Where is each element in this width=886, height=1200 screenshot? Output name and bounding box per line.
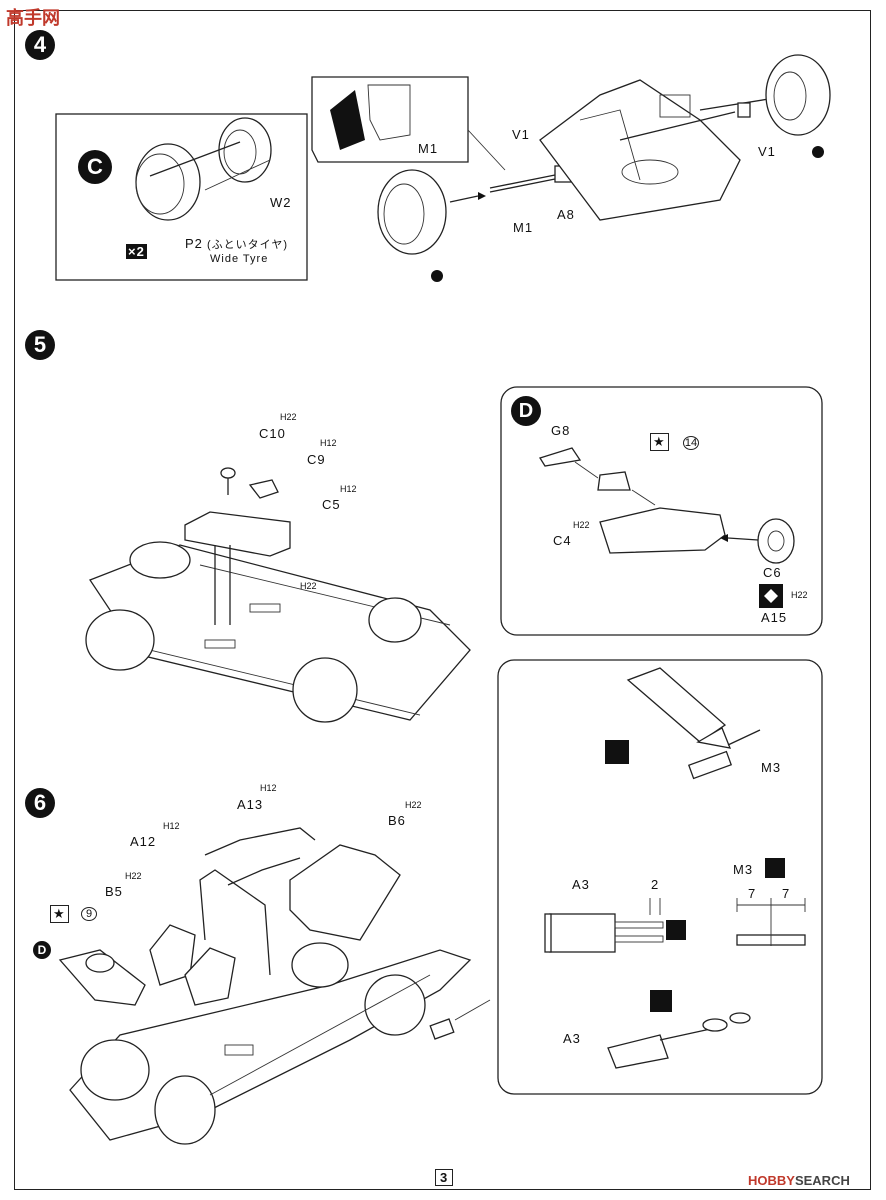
step6-d-badge: D xyxy=(33,941,51,959)
right-rear-tyre xyxy=(765,54,831,136)
badge-c-small-left xyxy=(431,270,443,282)
color-a13: H12 xyxy=(260,783,277,793)
g8-part xyxy=(539,447,582,467)
windshield-part xyxy=(597,471,631,491)
part-a15: A15 xyxy=(761,610,788,625)
page-number: 3 xyxy=(435,1169,454,1186)
part-m1: M1 xyxy=(513,220,534,235)
a3-bottom-drawing xyxy=(607,1012,751,1069)
watermark-suffix: SEARCH xyxy=(794,1173,850,1188)
step6-seats xyxy=(149,924,236,1006)
callout-m1-box xyxy=(311,76,469,163)
step5-console xyxy=(184,467,291,625)
step-4-badge: 4 xyxy=(25,30,55,60)
label-a3-bottom: A3 xyxy=(563,1031,581,1046)
label-a3-top: A3 xyxy=(572,877,590,892)
label-m3-right: M3 xyxy=(733,862,754,877)
part-a13: A13 xyxy=(237,797,264,812)
color-c9: H12 xyxy=(320,438,337,448)
cut-icon xyxy=(605,740,629,764)
part-a12: A12 xyxy=(130,834,157,849)
color-a12: H12 xyxy=(163,821,180,831)
part-c10: C10 xyxy=(259,426,286,441)
a3-top-drawing xyxy=(544,898,664,953)
dim-7a: 7 xyxy=(748,886,757,901)
color-floor: H22 xyxy=(300,581,317,591)
part-c9: C9 xyxy=(307,452,326,467)
dim-7b: 7 xyxy=(782,886,791,901)
color-c5: H12 xyxy=(340,484,357,494)
watermark-brand: HOBBY xyxy=(748,1173,795,1188)
inset-panel-c xyxy=(55,113,308,281)
step6-rollbar xyxy=(199,827,316,976)
rear-axle-assembly xyxy=(489,79,776,221)
color-b5: H22 xyxy=(125,871,142,881)
label-qty: ×2 xyxy=(126,244,147,259)
part-g8: G8 xyxy=(551,423,571,438)
part-b5: B5 xyxy=(105,884,123,899)
cut-icon-2 xyxy=(666,920,686,940)
badge-c-small-right xyxy=(812,146,824,158)
wide-tyre-drawing xyxy=(135,117,272,221)
left-rear-tyre xyxy=(377,169,486,255)
knife-cut-drawing xyxy=(626,667,761,780)
sub-panel-d xyxy=(500,386,823,636)
watermark-top: 高手网 xyxy=(6,8,60,28)
label-p2-jp: (ふといタイヤ) xyxy=(207,239,288,251)
dashboard-c4 xyxy=(599,507,726,554)
star-ref-9: 9 xyxy=(81,907,97,921)
cut-icon-3 xyxy=(650,990,672,1012)
label-m3: M3 xyxy=(761,760,782,775)
color-c10: H22 xyxy=(280,412,297,422)
m3-cut-icon xyxy=(765,858,785,878)
part-c6: C6 xyxy=(763,565,782,580)
color-b6: H22 xyxy=(405,800,422,810)
sub-d-badge: D xyxy=(511,396,541,426)
part-v1-left: V1 xyxy=(512,127,530,142)
step6-chassis xyxy=(69,942,472,1145)
step-5-badge: 5 xyxy=(25,330,55,360)
label-wide-tyre: Wide Tyre xyxy=(210,253,269,265)
color-c4: H22 xyxy=(573,520,590,530)
star-ref-14: 14 xyxy=(683,436,699,450)
part-a8: A8 xyxy=(557,207,575,222)
step6-small-part xyxy=(429,999,491,1040)
dim-2: 2 xyxy=(651,877,660,892)
page-frame xyxy=(14,10,871,1190)
step5-chassis xyxy=(85,541,471,723)
b6-rear-panel xyxy=(289,844,401,941)
label-p2: P2 xyxy=(185,236,203,251)
step-6-badge: 6 xyxy=(25,788,55,818)
star-icon-9: ★ xyxy=(50,905,69,923)
steering-wheel-c6 xyxy=(757,518,795,564)
label-w2: W2 xyxy=(270,195,292,210)
d-dashboard xyxy=(58,949,146,1006)
callout-m1-label: M1 xyxy=(418,141,439,156)
color-a15: H22 xyxy=(791,590,808,600)
inset-c-badge: C xyxy=(78,150,112,184)
callout-arrow-icon xyxy=(330,90,365,150)
part-c4: C4 xyxy=(553,533,572,548)
part-v1-right: V1 xyxy=(758,144,776,159)
detail-panel xyxy=(497,659,823,1095)
part-b6: B6 xyxy=(388,813,406,828)
watermark-bottom: HOBBYSEARCH xyxy=(748,1173,850,1188)
part-c5: C5 xyxy=(322,497,341,512)
star-icon-14: ★ xyxy=(650,433,669,451)
